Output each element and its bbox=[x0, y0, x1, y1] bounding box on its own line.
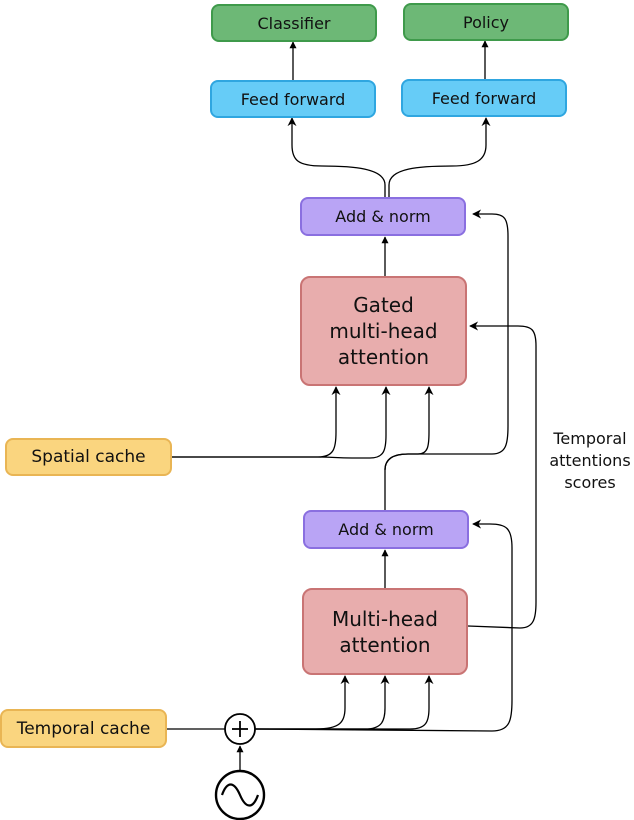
classifier-block: Classifier bbox=[211, 4, 377, 42]
arrow-spatial-to-gated-2 bbox=[172, 386, 391, 459]
arrow-addnorm-to-ff-right bbox=[388, 117, 491, 197]
arrow-residual-to-addnorm-bottom bbox=[254, 519, 513, 732]
arrow-addnorm-to-ff-left bbox=[287, 117, 386, 197]
feed-forward-left-block: Feed forward bbox=[210, 80, 376, 118]
adder-icon bbox=[224, 713, 256, 745]
arrow-adder-to-mha-2 bbox=[255, 675, 390, 730]
arrow-adder-to-mha-3 bbox=[255, 675, 434, 730]
arrow-temporal-scores bbox=[467, 321, 537, 629]
arrow-residual-to-addnorm-top bbox=[384, 209, 509, 471]
policy-block: Policy bbox=[403, 3, 569, 41]
multi-head-attention-block: Multi-head attention bbox=[302, 588, 468, 675]
arrow-adder-to-mha-1 bbox=[255, 675, 350, 730]
arrow-addnorm-bottom-to-gated bbox=[384, 386, 434, 510]
add-norm-top-block: Add & norm bbox=[300, 197, 466, 236]
gated-multi-head-attention-block: Gated multi-head attention bbox=[300, 276, 467, 386]
sine-wave-icon bbox=[214, 769, 266, 820]
temporal-attention-scores-label: Temporal attentions scores bbox=[549, 429, 631, 492]
arrow-spatial-to-gated-1 bbox=[172, 386, 341, 458]
feed-forward-right-block: Feed forward bbox=[401, 79, 567, 117]
temporal-cache-block: Temporal cache bbox=[0, 709, 167, 748]
add-norm-bottom-block: Add & norm bbox=[303, 510, 469, 549]
spatial-cache-block: Spatial cache bbox=[5, 438, 172, 476]
